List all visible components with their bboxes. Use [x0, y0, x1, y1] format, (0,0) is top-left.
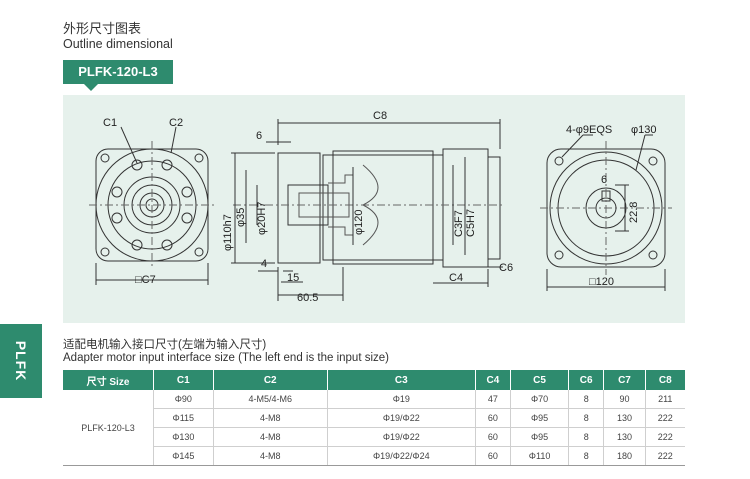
table-cell: Φ145: [153, 446, 214, 466]
rear-holes-label: 4-φ9EQS: [566, 124, 612, 136]
side-dim15-label: 15: [287, 272, 299, 284]
table-cell: 222: [645, 408, 685, 428]
side-c4-label: C4: [449, 272, 463, 284]
side-tab: PLFK: [0, 324, 42, 398]
table-cell: Φ90: [153, 390, 214, 409]
page-title-cn: 外形尺寸图表: [63, 21, 142, 36]
side-d35-label: φ35: [235, 208, 247, 227]
side-c3-label: C3F7: [453, 210, 465, 237]
table-cell: 47: [475, 390, 512, 409]
col-header-c8: C8: [645, 370, 685, 390]
side-c6-label: C6: [499, 262, 513, 274]
table-cell: Φ19/Φ22: [327, 427, 476, 447]
table-cell: 130: [603, 427, 646, 447]
side-dim60-label: 60.5: [297, 292, 318, 304]
front-view: [89, 126, 215, 285]
rear-key-h-label: 22.8: [628, 202, 640, 223]
table-cell: Φ19/Φ22/Φ24: [327, 446, 476, 466]
table-cell: 60: [475, 446, 512, 466]
table-cell: 222: [645, 446, 685, 466]
table-cell: Φ95: [510, 408, 569, 428]
table-cell: Φ19: [327, 390, 476, 409]
table-row: Φ145 4-M8 Φ19/Φ22/Φ24 60 Φ110 8 180 222: [63, 446, 685, 466]
front-c7-label: □C7: [135, 274, 156, 286]
side-d110-label: φ110h7: [222, 214, 234, 251]
table-cell: 4-M8: [213, 427, 328, 447]
col-header-c4: C4: [475, 370, 512, 390]
adapter-title-cn: 适配电机输入接口尺寸(左端为输入尺寸): [63, 339, 267, 351]
side-d120-label: φ120: [353, 210, 365, 236]
front-c2-label: C2: [169, 117, 183, 129]
table-row: Φ115 4-M8 Φ19/Φ22 60 Φ95 8 130 222: [63, 408, 685, 428]
table-cell: 4-M8: [213, 408, 328, 428]
rear-key-label: 6: [601, 174, 607, 186]
rear-sq120-label: □120: [589, 276, 614, 288]
side-c5-label: C5H7: [465, 209, 477, 237]
drawing-panel: C1 C2 □C7 C8 6 φ110h7 φ35 φ20H7 φ120 C3F…: [63, 95, 685, 323]
rear-view: [540, 134, 672, 291]
table-cell: 180: [603, 446, 646, 466]
table-cell: 60: [475, 427, 512, 447]
table-cell: 8: [568, 408, 605, 428]
table-cell: 8: [568, 390, 605, 409]
side-d20-label: φ20H7: [256, 202, 268, 235]
table-cell: 8: [568, 446, 605, 466]
side-c8-label: C8: [373, 110, 387, 122]
page-title-en: Outline dimensional: [63, 37, 173, 51]
side-dim6-label: 6: [256, 130, 262, 142]
side-tab-label: PLFK: [13, 340, 29, 382]
side-view: [231, 119, 503, 301]
model-cell: PLFK-120-L3: [63, 390, 154, 466]
table-row: Φ130 4-M8 Φ19/Φ22 60 Φ95 8 130 222: [63, 427, 685, 447]
table-cell: 8: [568, 427, 605, 447]
table-cell: Φ19/Φ22: [327, 408, 476, 428]
table-header-row: 尺寸 Size C1 C2 C3 C4 C5 C6 C7 C8: [63, 370, 685, 390]
front-c1-label: C1: [103, 117, 117, 129]
table-cell: Φ115: [153, 408, 214, 428]
table-cell: 4-M8: [213, 446, 328, 466]
technical-drawing: C1 C2 □C7 C8 6 φ110h7 φ35 φ20H7 φ120 C3F…: [89, 110, 672, 304]
model-badge-pointer: [84, 84, 98, 91]
table-cell: Φ130: [153, 427, 214, 447]
col-header-c3: C3: [327, 370, 476, 390]
side-dim4-label: 4: [261, 258, 267, 270]
table-cell: 4-M5/4-M6: [213, 390, 328, 409]
table-cell: Φ110: [510, 446, 569, 466]
adapter-title-en: Adapter motor input interface size (The …: [63, 352, 389, 364]
model-badge: PLFK-120-L3: [63, 60, 173, 84]
table-cell: Φ95: [510, 427, 569, 447]
spec-table: 尺寸 Size C1 C2 C3 C4 C5 C6 C7 C8 PLFK-120…: [63, 370, 685, 466]
table-cell: Φ70: [510, 390, 569, 409]
col-header-c7: C7: [603, 370, 646, 390]
table-cell: 222: [645, 427, 685, 447]
table-cell: 60: [475, 408, 512, 428]
col-header-c2: C2: [213, 370, 328, 390]
table-cell: 211: [645, 390, 685, 409]
col-header-c6: C6: [568, 370, 605, 390]
rear-d130-label: φ130: [631, 124, 657, 136]
col-header-size: 尺寸 Size: [63, 370, 154, 390]
col-header-c1: C1: [153, 370, 214, 390]
table-cell: 90: [603, 390, 646, 409]
table-cell: 130: [603, 408, 646, 428]
table-row: PLFK-120-L3 Φ90 4-M5/4-M6 Φ19 47 Φ70 8 9…: [63, 390, 685, 466]
col-header-c5: C5: [510, 370, 569, 390]
